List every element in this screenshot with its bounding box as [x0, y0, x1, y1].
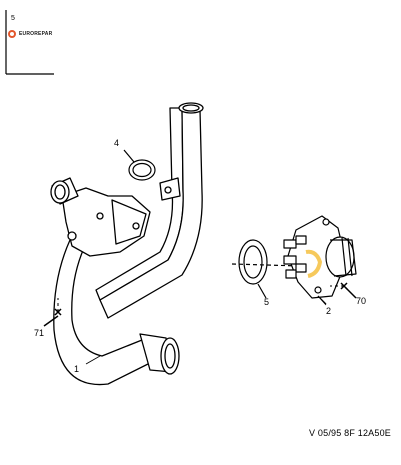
housing-inlet-inner: [54, 184, 66, 200]
impeller-vane-4: [295, 263, 307, 273]
front-hose: [53, 239, 153, 386]
callout-71: 71: [34, 328, 44, 338]
housing-lug: [67, 231, 77, 241]
tube-clip-hole: [164, 186, 172, 194]
callout-1: 1: [74, 364, 79, 374]
brand-logo-icon: [8, 30, 16, 38]
callout-5: 5: [264, 297, 269, 307]
housing-sensor: [96, 212, 104, 220]
pump-pulley-ribs: [330, 239, 357, 277]
rear-tube-top-inner: [182, 104, 200, 112]
part-5-gasket: [231, 239, 301, 299]
impeller-vane-3: [283, 255, 297, 265]
pump-bolt-hole-bottom: [314, 286, 322, 294]
bolt-markers: [43, 282, 357, 327]
housing-flange: [111, 199, 147, 245]
reference-code: V 05/95 8F 12A50E: [309, 428, 391, 438]
callout-4: 4: [114, 138, 119, 148]
frame-mark: 5: [11, 15, 15, 22]
rear-tube-side: [99, 107, 203, 319]
pump-bolt-hole-top: [322, 218, 330, 226]
brand-logo-text: EUROREPAR: [19, 31, 53, 37]
part-1-hose-assembly: [50, 102, 204, 386]
leader-lines: [85, 295, 327, 365]
part-4-seal-ring: [123, 149, 156, 181]
hose-outlet-inner: [164, 343, 176, 369]
brand-logo: EUROREPAR: [8, 30, 52, 38]
impeller-vane-1: [283, 239, 297, 249]
impeller-vane-2: [295, 235, 307, 245]
pump-seal-highlight: [305, 249, 322, 278]
callout-70: 70: [356, 296, 366, 306]
brand-frame: [5, 10, 54, 75]
part-2-water-pump: [283, 215, 357, 305]
callout-2: 2: [326, 306, 331, 316]
housing-bolt-hole: [132, 222, 140, 230]
impeller-vane-5: [285, 269, 297, 279]
